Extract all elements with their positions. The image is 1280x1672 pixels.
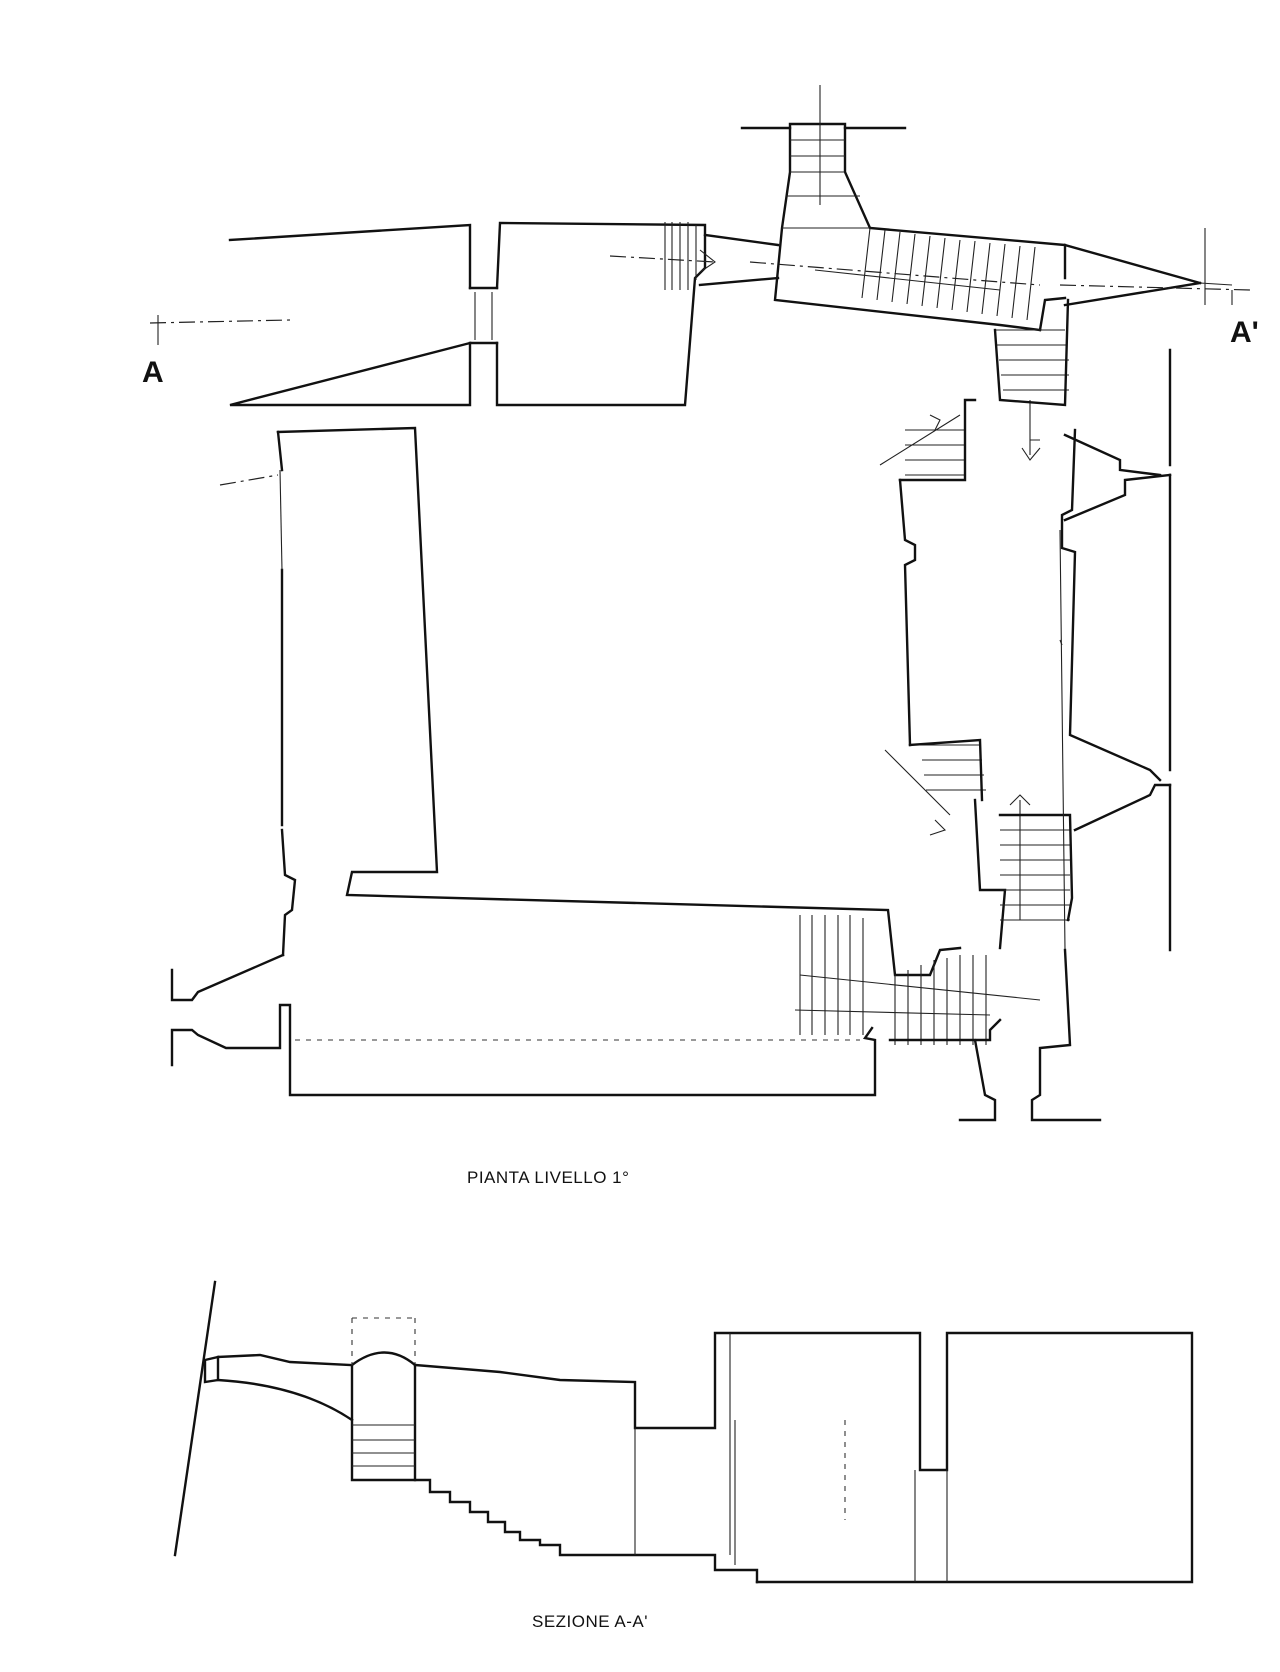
stair-east-upper <box>879 414 965 476</box>
stair-east-mid <box>884 744 986 836</box>
plan-caption: PIANTA LIVELLO 1° <box>467 1168 629 1187</box>
ground-line <box>173 1280 217 1557</box>
stair-section-tower <box>352 1424 415 1467</box>
section-mark-a: A <box>142 356 164 389</box>
tower-section <box>350 1363 417 1482</box>
stair-section-descending <box>413 1478 759 1584</box>
stair-east-lower <box>1000 794 1070 921</box>
north-tower <box>773 122 1067 332</box>
section-mark-a-prime: A' <box>1230 316 1259 349</box>
courtyard-east <box>1063 433 1172 522</box>
section-line-left <box>149 319 291 324</box>
stair-north-small <box>664 222 697 290</box>
section-caption: SEZIONE A-A' <box>532 1612 648 1631</box>
floor-plan <box>170 85 1251 1122</box>
room-northwest <box>228 223 472 407</box>
stair-east-top <box>995 329 1069 461</box>
north-passage <box>698 233 780 287</box>
building-west-long <box>276 426 962 977</box>
room-north-center <box>495 221 707 407</box>
stair-south <box>794 915 1041 1045</box>
stair-north-long <box>782 139 1036 321</box>
entrance-west <box>170 953 877 1097</box>
section-drawing <box>173 1280 1194 1584</box>
north-east-wing <box>1063 243 1202 307</box>
